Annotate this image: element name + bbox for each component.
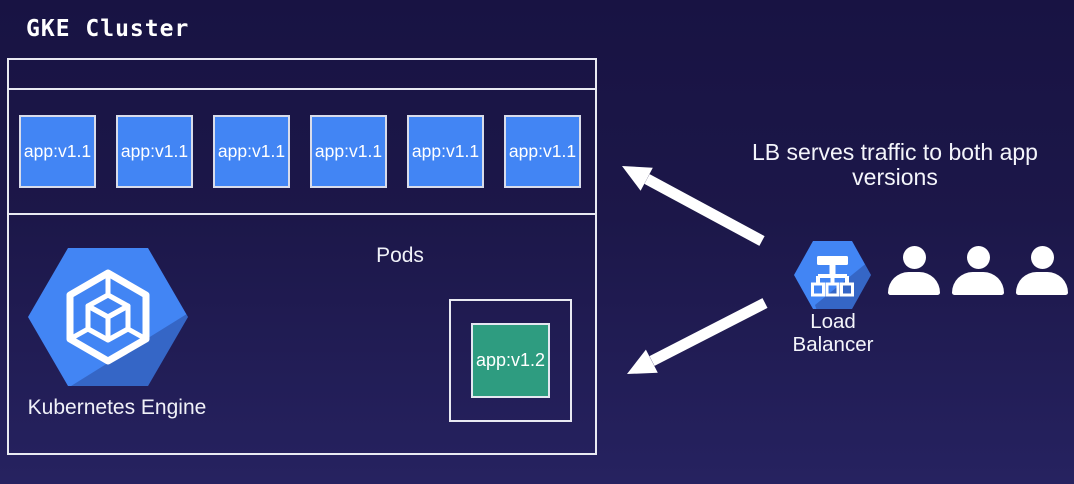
user-body [1016,272,1068,295]
gke-cluster-box: app:v1.1 app:v1.1 app:v1.1 app:v1.1 app:… [7,58,597,455]
v1-pods-row: app:v1.1 app:v1.1 app:v1.1 app:v1.1 app:… [9,90,595,215]
load-balancer-label: Load Balancer [770,310,896,357]
user-body [888,272,940,295]
user-head [1030,246,1054,269]
cluster-header-band [9,60,595,90]
pod-v2: app:v1.2 [471,323,550,398]
user-icon [952,246,1004,295]
pod-v1-5: app:v1.1 [407,115,484,188]
kubernetes-engine-hexagon-icon [28,248,188,386]
lb-annotation-text: LB serves traffic to both app versions [752,139,1038,190]
pod-v1-3: app:v1.1 [213,115,290,188]
arrow-to-v2-pod [627,298,768,374]
pods-label: Pods [376,244,424,267]
pod-v1-2: app:v1.1 [116,115,193,188]
v2-deployment-box: app:v1.2 [449,299,572,422]
user-head [966,246,990,269]
user-head [902,246,926,269]
users-group [888,246,1068,295]
load-balancer-label-line2: Balancer [792,332,874,356]
pod-v1-1: app:v1.1 [19,115,96,188]
user-icon [1016,246,1068,295]
kubernetes-engine-label: Kubernetes Engine [27,396,207,419]
pod-v1-6: app:v1.1 [504,115,581,188]
load-balancer-label-line1: Load [810,310,856,333]
user-body [952,272,1004,295]
pod-v1-4: app:v1.1 [310,115,387,188]
load-balancer-hexagon-icon [794,241,871,309]
user-icon [888,246,940,295]
page-title: GKE Cluster [26,16,190,42]
